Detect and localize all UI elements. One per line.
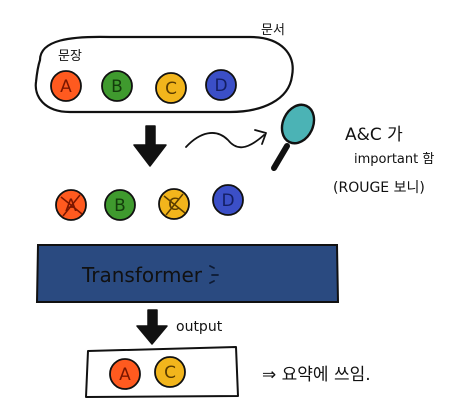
sentence-letter: C (165, 79, 177, 99)
note-important-sentences: A&C 가 (345, 125, 403, 145)
magnifier-icon (271, 103, 316, 171)
sentence-letter: A (119, 365, 131, 385)
curved-arrow-icon (185, 132, 265, 149)
middle-sentence-c: C (158, 188, 190, 220)
sentence-letter: D (214, 76, 227, 96)
sentence-letter: B (114, 196, 126, 216)
output-sentence-c: C (154, 356, 186, 388)
summary-note: ⇒ 요약에 쓰임. (262, 365, 371, 385)
note-rouge: (ROUGE 보니) (333, 180, 425, 196)
strike-mark (60, 194, 83, 217)
top-sentence-a: A (50, 70, 82, 102)
sentence-letter: B (111, 77, 123, 97)
output-sentence-a: A (109, 358, 141, 390)
top-sentence-d: D (205, 69, 237, 101)
top-sentence-c: C (155, 72, 187, 104)
note-important: important 함 (354, 152, 434, 167)
document-label: 문서 (261, 23, 285, 38)
transformer-label: Transformer (81, 263, 203, 287)
document-enclosure (34, 35, 294, 114)
curved-arrow-head-icon (254, 129, 267, 145)
middle-sentence-b: B (104, 189, 136, 221)
top-sentence-b: B (101, 70, 133, 102)
sentence-letter: D (221, 191, 234, 211)
strike-mark (163, 193, 186, 216)
middle-sentence-a: A (55, 189, 87, 221)
output-label: output (176, 319, 223, 335)
sentence-label: 문장 (58, 49, 82, 64)
transformer-block (35, 244, 340, 303)
down-arrow-icon (136, 309, 168, 345)
sentence-letter: C (164, 363, 176, 383)
middle-sentence-d: D (212, 184, 244, 216)
sparkle-icon (209, 265, 219, 284)
output-box (85, 346, 239, 398)
down-arrow-icon (133, 125, 167, 167)
sentence-letter: A (60, 77, 72, 97)
